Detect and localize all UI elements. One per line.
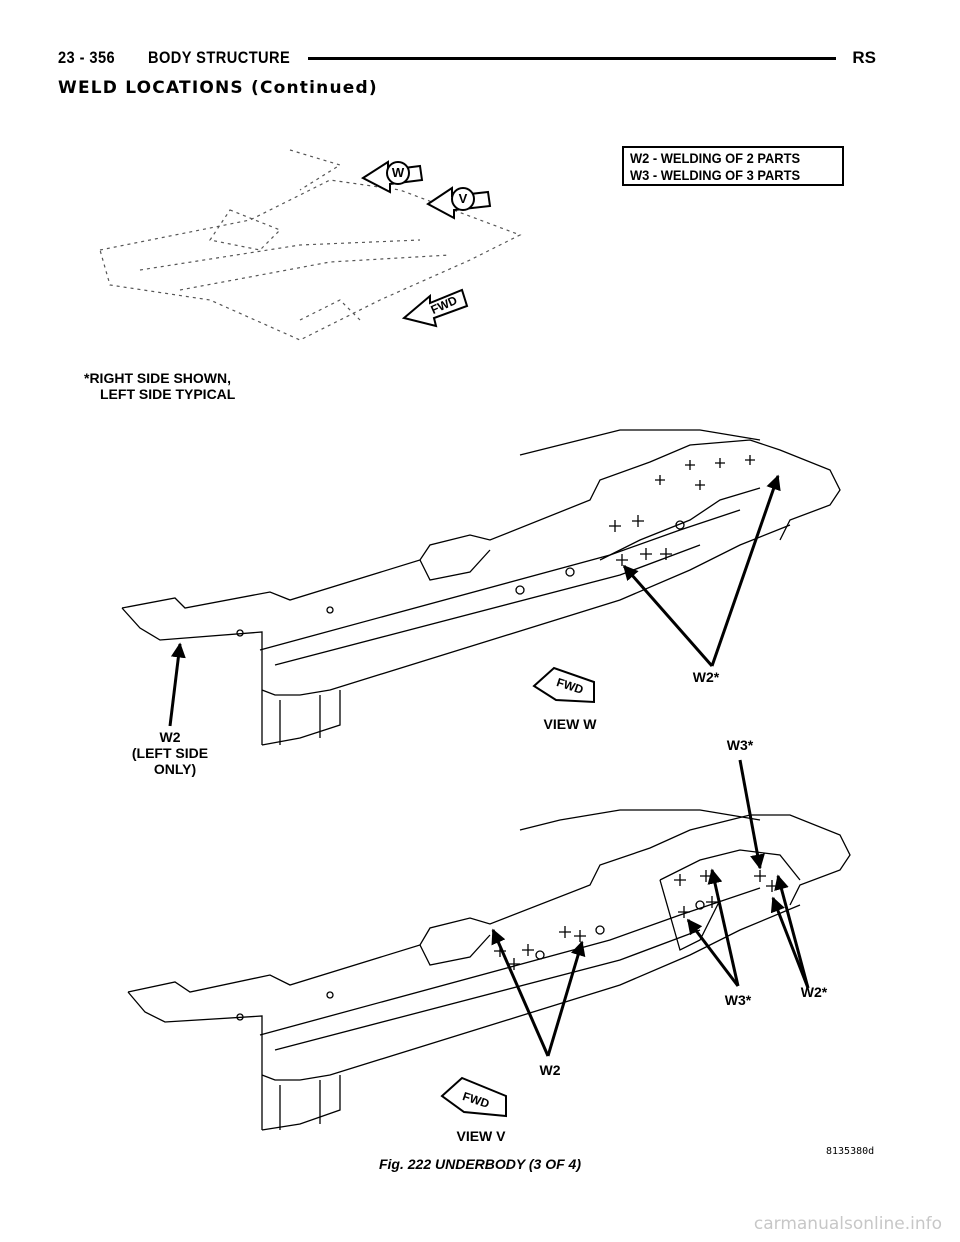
view-w-rail [121, 429, 841, 746]
view-v-callout-w3-star-bottom: W3* [724, 992, 752, 1008]
model-code: RS [852, 48, 876, 67]
view-w-fwd-arrow [532, 666, 595, 704]
side-note-line1: *RIGHT SIDE SHOWN, [84, 370, 232, 386]
view-v-leaders [491, 759, 810, 1057]
section-title: BODY STRUCTURE [148, 48, 291, 67]
view-w-leaders [168, 474, 781, 727]
legend-line-w2: W2 - WELDING OF 2 PARTS [630, 150, 801, 166]
view-w-title: VIEW W [543, 716, 597, 732]
view-v-callout-w3-star-top: W3* [726, 737, 754, 753]
subheading: WELD LOCATIONS (Continued) [58, 78, 378, 98]
view-w-callout-only: ONLY) [153, 761, 197, 777]
view-w-weld-marks [609, 455, 755, 566]
page-number: 23 - 356 [58, 48, 116, 67]
view-v-callout-w2-star: W2* [800, 984, 828, 1000]
view-w-callout-w2: W2 [159, 729, 181, 745]
view-v-fwd-arrow [440, 1076, 507, 1118]
weld-legend: W2 - WELDING OF 2 PARTS W3 - WELDING OF … [622, 146, 844, 186]
arrow-w-letter: W [391, 165, 405, 180]
legend-line-w3: W3 - WELDING OF 3 PARTS [630, 167, 801, 183]
figure-code: 8135380d [826, 1146, 875, 1157]
view-w-callout-w2-star: W2* [692, 669, 720, 685]
view-v-title: VIEW V [456, 1128, 506, 1144]
view-v-callout-w2: W2 [539, 1062, 561, 1078]
overview-fwd-arrow [401, 288, 469, 328]
overview-sketch [99, 149, 522, 341]
header-rule [308, 57, 836, 60]
watermark: carmanualsonline.info [753, 1214, 942, 1234]
view-w-callout-left-side: (LEFT SIDE [131, 745, 209, 761]
figure-caption: Fig. 222 UNDERBODY (3 OF 4) [378, 1156, 581, 1172]
side-note-line2: LEFT SIDE TYPICAL [100, 386, 236, 402]
view-v-weld-marks [494, 870, 778, 970]
arrow-v-letter: V [458, 191, 468, 206]
view-v-rail [127, 809, 851, 1131]
page-header: 23 - 356 BODY STRUCTURE RS [58, 46, 876, 72]
view-w-direction-arrow [361, 160, 424, 194]
view-v-direction-arrow [426, 186, 492, 220]
